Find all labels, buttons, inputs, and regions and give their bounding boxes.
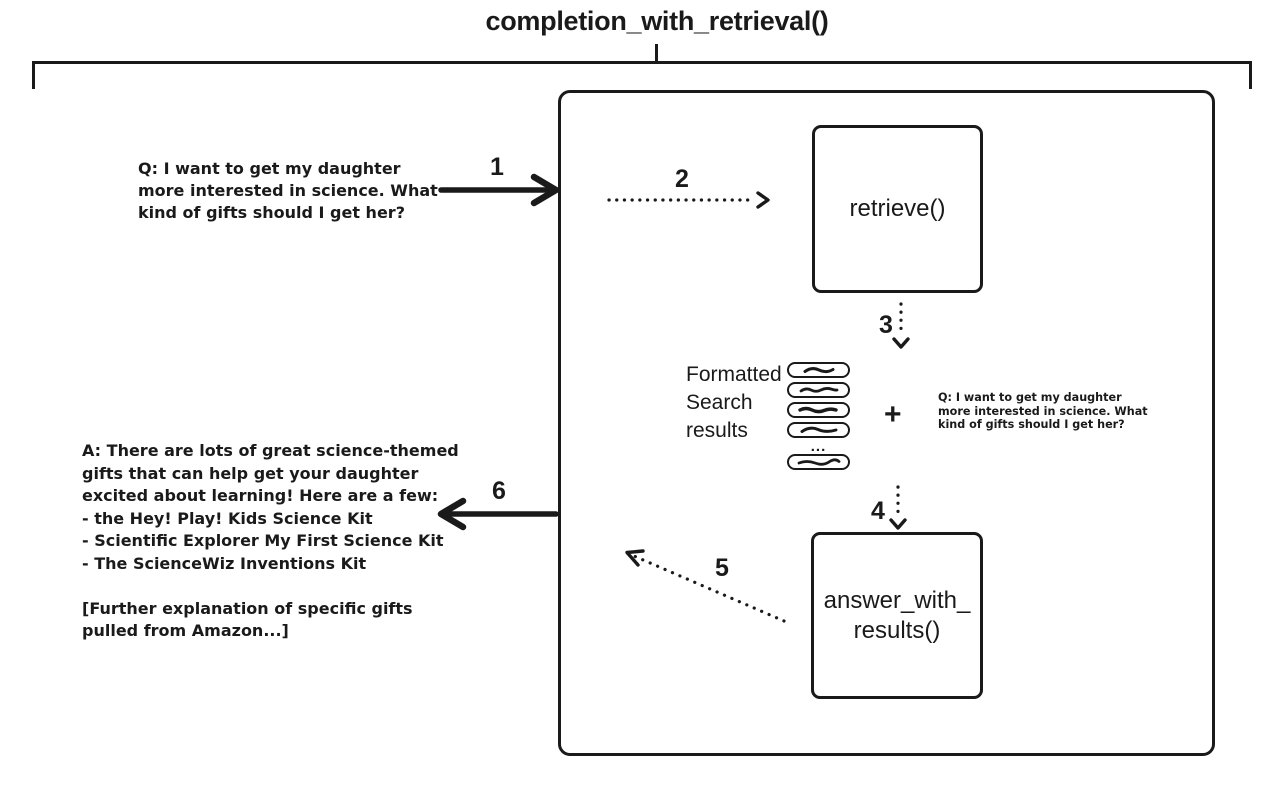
search-result-pill	[787, 382, 850, 398]
step-label-5: 5	[715, 554, 729, 582]
squiggle-line-icon	[803, 367, 834, 374]
user-question-text: Q: I want to get my daughter more intere…	[138, 159, 438, 222]
bracket-right-tick	[1249, 61, 1252, 89]
ellipsis-text: ...	[810, 438, 827, 455]
step-label-1: 1	[490, 153, 504, 181]
assistant-answer-text: A: There are lots of great science-theme…	[82, 441, 459, 640]
step-label-3: 3	[879, 311, 893, 339]
squiggle-line-icon	[797, 458, 840, 466]
search-result-pill	[787, 402, 850, 418]
step-label-6: 6	[492, 477, 506, 505]
retrieve-function-label: retrieve()	[849, 195, 946, 222]
search-result-pill	[787, 362, 850, 378]
formatted-search-results-label: Formatted Search results	[686, 363, 782, 442]
title-connector-line	[655, 44, 658, 62]
search-results-stack: ...	[787, 362, 850, 474]
diagram-title: completion_with_retrieval()	[485, 6, 829, 36]
context-question-text: Q: I want to get my daughter more intere…	[938, 391, 1148, 431]
retrieve-function-box: retrieve()	[812, 125, 983, 293]
search-result-pill	[787, 422, 850, 438]
search-result-pill	[787, 454, 850, 470]
step-label-2: 2	[675, 165, 689, 193]
plus-sign: +	[884, 398, 902, 431]
step-label-4: 4	[871, 497, 885, 525]
answer-with-results-label: answer_with_ results()	[823, 586, 971, 644]
answer-with-results-function-box: answer_with_ results()	[811, 532, 983, 699]
squiggle-line-icon	[799, 387, 838, 393]
bracket-left-tick	[32, 61, 35, 89]
squiggle-line-icon	[797, 406, 838, 414]
bracket-horizontal-line	[32, 61, 1252, 64]
squiggle-line-icon	[800, 426, 837, 433]
